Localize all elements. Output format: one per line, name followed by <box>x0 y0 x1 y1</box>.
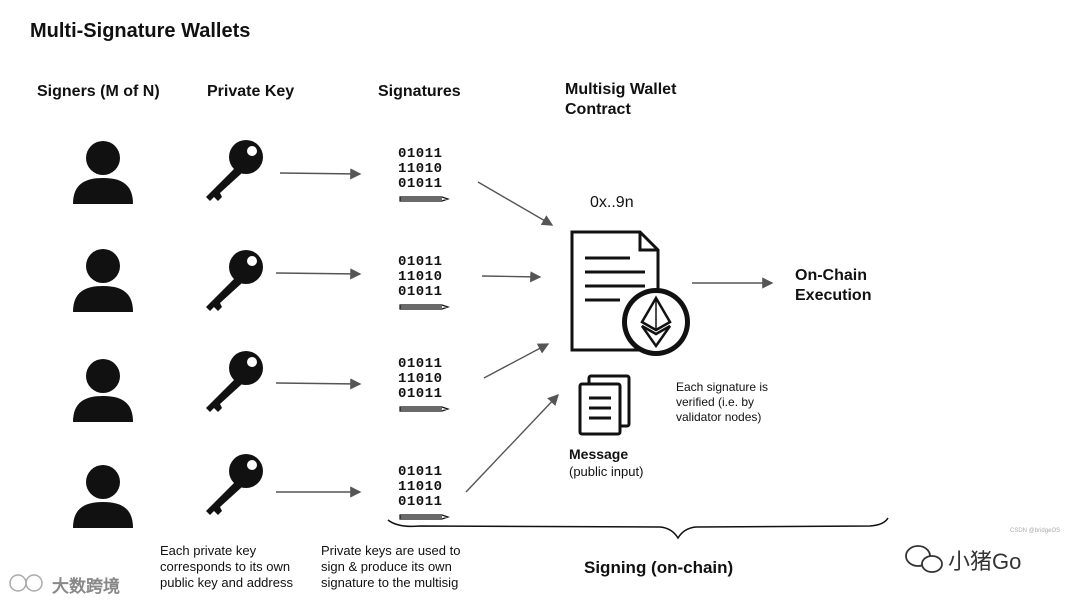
signing-label: Signing (on-chain) <box>584 558 734 577</box>
execution-label: On-Chain Execution <box>795 267 872 304</box>
signatures-header: Signatures <box>378 83 461 100</box>
arrow-key-3 <box>275 378 362 390</box>
verify-note: Each signature is verified (i.e. by vali… <box>676 380 769 424</box>
pen-icon <box>399 406 450 412</box>
ethereum-document-icon <box>570 230 690 356</box>
arrow-sig-2 <box>481 271 542 283</box>
arrow-sig-4 <box>465 393 559 493</box>
page-title: Multi-Signature Wallets <box>30 20 251 42</box>
wechat-watermark-icon <box>905 545 943 573</box>
message-subtitle: (public input) <box>569 464 644 479</box>
key-1-key-icon <box>206 140 263 201</box>
signer-3-user-icon <box>73 359 133 422</box>
arrow-sig-3 <box>483 343 550 379</box>
arrow-key-1 <box>279 168 362 180</box>
arrow-sig-1 <box>477 181 554 226</box>
message-documents-icon <box>578 374 631 436</box>
contract-address: 0x..9n <box>590 194 634 211</box>
pen-icon <box>399 514 450 520</box>
contract-header: Multisig Wallet Contract <box>565 81 677 118</box>
signer-2-user-icon <box>73 249 133 312</box>
private-key-header: Private Key <box>207 83 295 100</box>
key-4-key-icon <box>206 454 263 515</box>
right-watermark: 小猪Go <box>948 549 1022 574</box>
signer-4-user-icon <box>73 465 133 528</box>
arrow-key-2 <box>275 268 362 280</box>
key-3-key-icon <box>206 351 263 412</box>
signing-brace <box>387 517 889 540</box>
key-note: Each private key corresponds to its own … <box>160 543 293 590</box>
signer-1-user-icon <box>73 141 133 204</box>
tiny-credit: CSDN @bridgeOS <box>1010 528 1061 534</box>
left-watermark: 大数跨境 <box>52 577 120 596</box>
sign-note: Private keys are used to sign & produce … <box>321 543 461 590</box>
left-watermark-logo-icon <box>9 574 43 592</box>
pen-icon <box>399 304 450 310</box>
message-title: Message <box>569 446 629 462</box>
pen-icon <box>399 196 450 202</box>
key-2-key-icon <box>206 250 263 311</box>
signers-header: Signers (M of N) <box>37 83 160 100</box>
